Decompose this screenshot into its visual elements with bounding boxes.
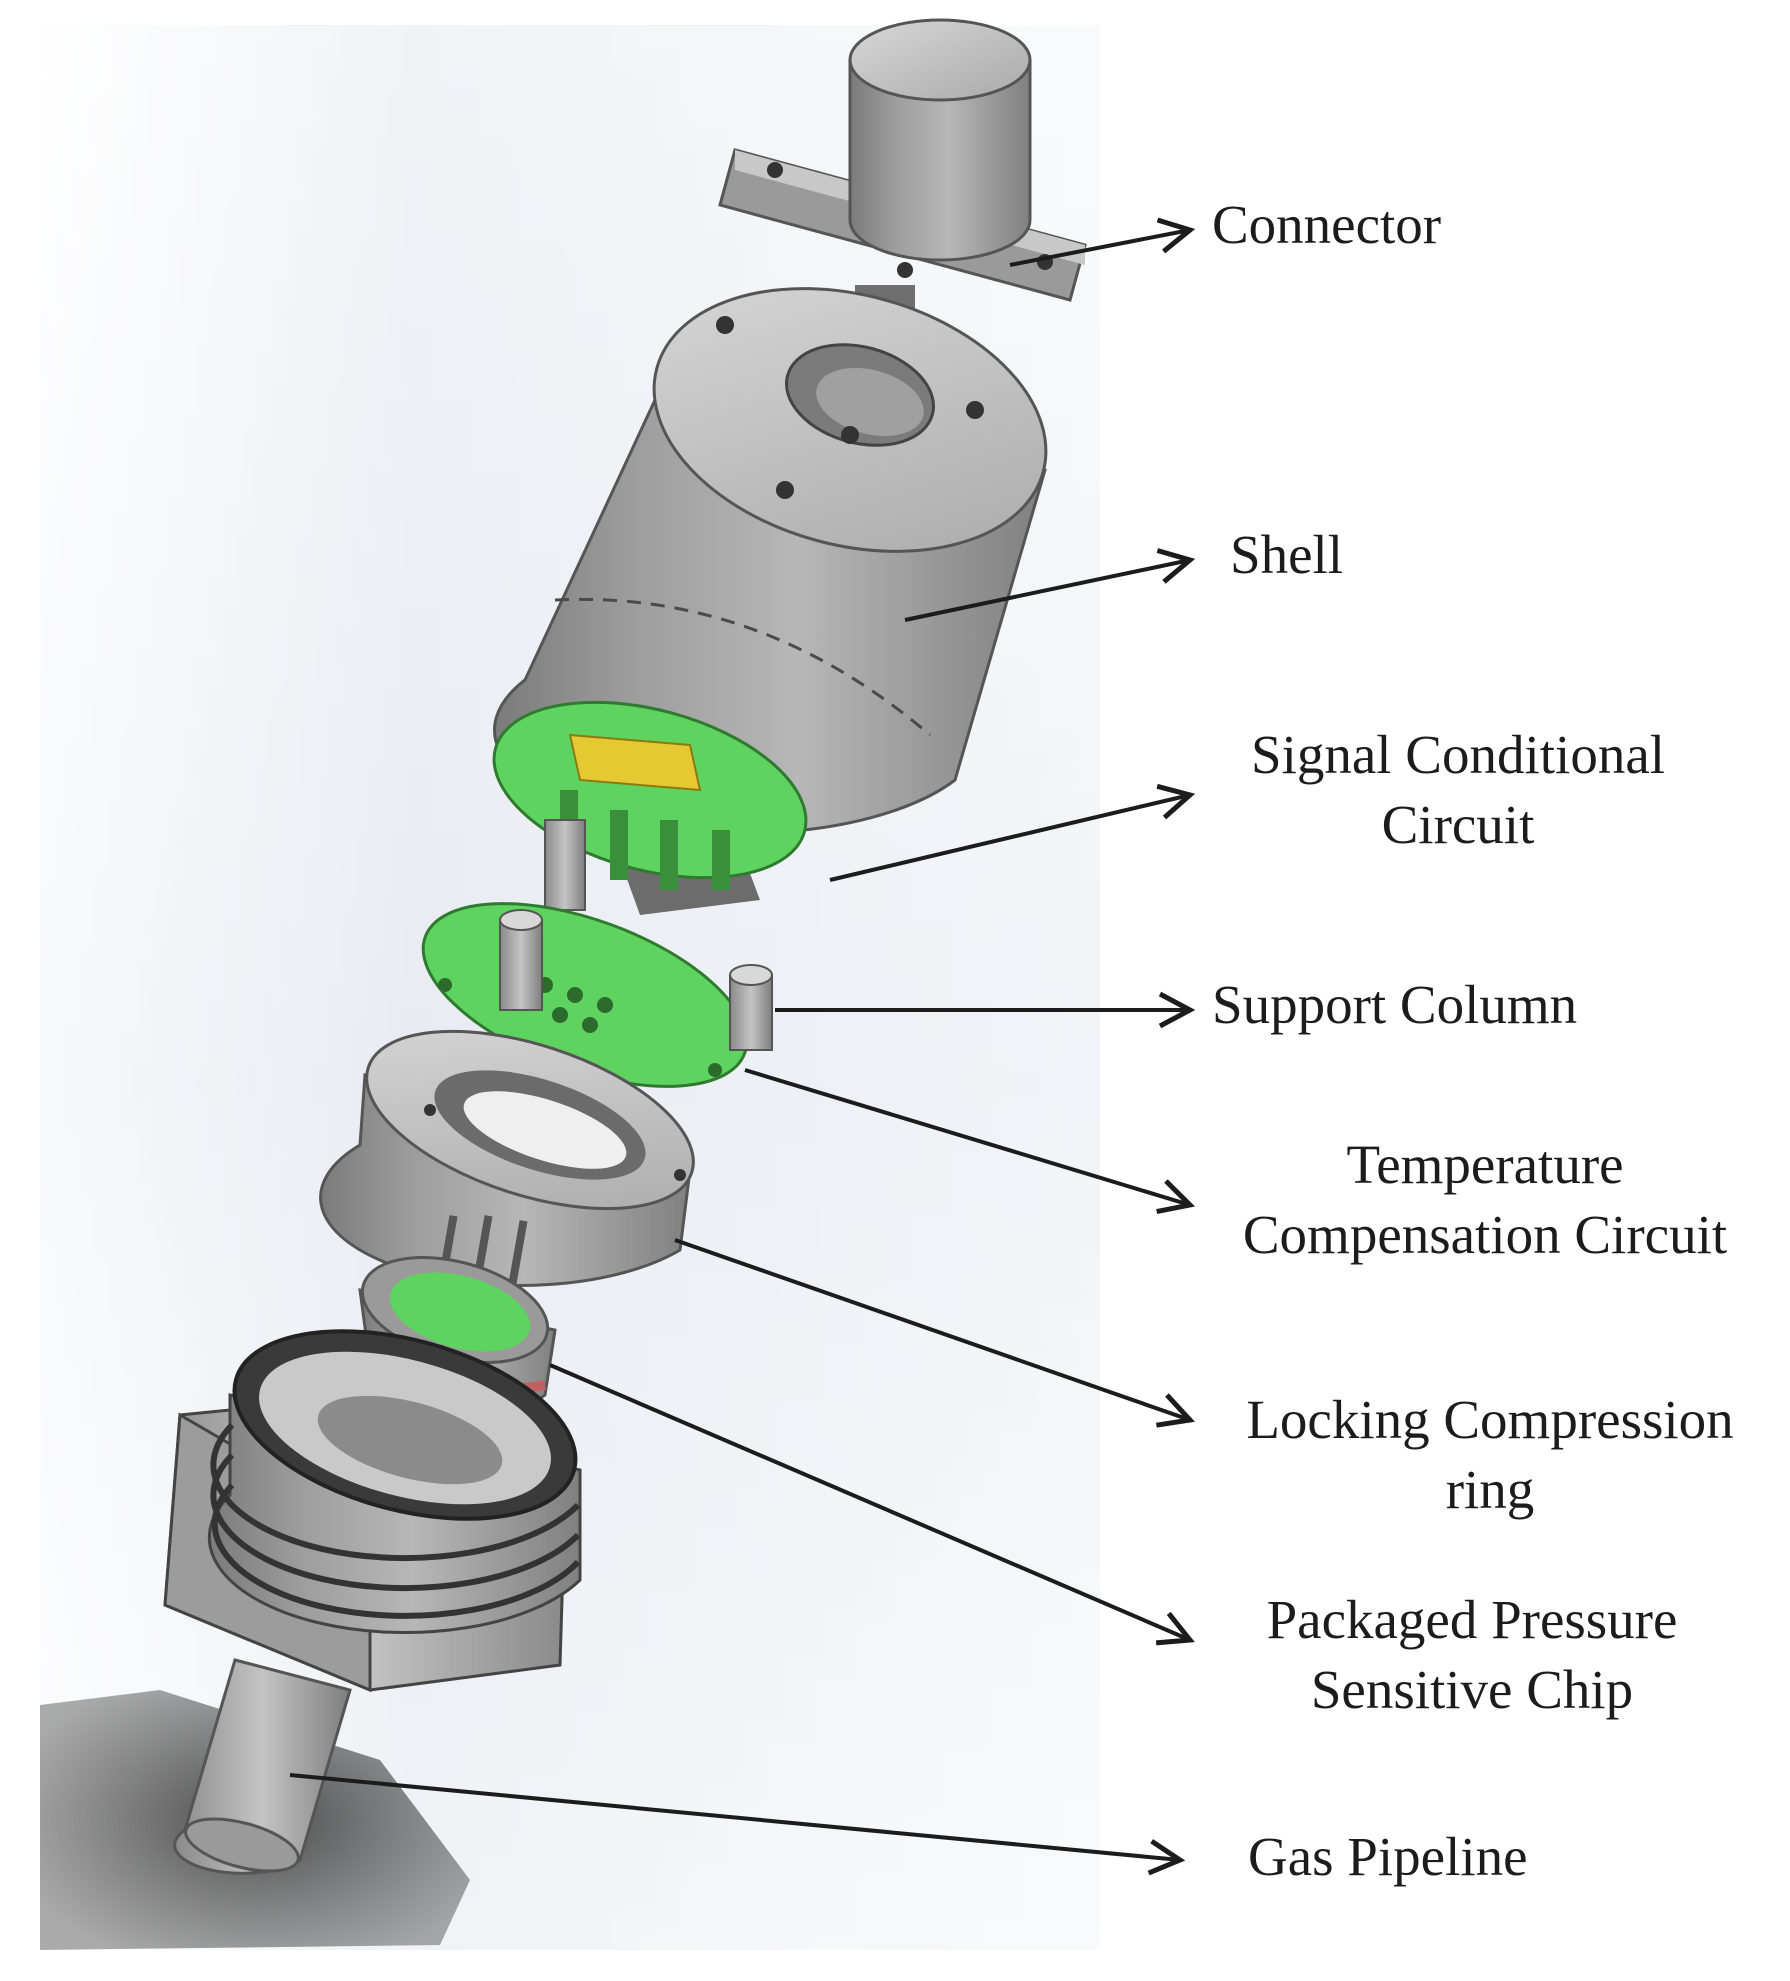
label-locking-compression-ring: Locking Compression ring (1246, 1385, 1733, 1525)
label-signal-line-1: Signal Conditional (1250, 724, 1666, 785)
arrow-connector (1009, 217, 1196, 267)
label-packaged-line-2: Sensitive Chip (1310, 1659, 1634, 1720)
locking-ring-part (319, 1029, 695, 1287)
label-shell: Shell (1230, 520, 1343, 590)
label-support-line-1: Support Column (1212, 974, 1578, 1035)
label-temperature-compensation-circuit: Temperature Compensation Circuit (1243, 1130, 1727, 1270)
label-gas-pipeline: Gas Pipeline (1248, 1822, 1528, 1892)
leader-arrows (289, 217, 1196, 1876)
label-gas-line-1: Gas Pipeline (1248, 1826, 1528, 1887)
label-shell-line-1: Shell (1230, 524, 1344, 585)
arrow-signal (829, 783, 1196, 882)
arrow-shell (904, 548, 1196, 622)
label-support-column: Support Column (1212, 970, 1577, 1040)
label-packaged-line-1: Packaged Pressure (1266, 1589, 1678, 1650)
hex-fitting-part (163, 1329, 582, 1693)
label-signal-line-2: Circuit (1381, 794, 1535, 855)
arrow-packaged (549, 1363, 1195, 1646)
label-locking-line-1: Locking Compression (1246, 1389, 1734, 1450)
label-signal-conditional-circuit: Signal Conditional Circuit (1251, 720, 1665, 860)
arrow-temperature (744, 1068, 1196, 1215)
label-packaged-pressure-sensitive-chip: Packaged Pressure Sensitive Chip (1267, 1585, 1678, 1725)
arrow-locking (674, 1238, 1196, 1428)
label-connector-line-1: Connector (1212, 194, 1442, 255)
label-temperature-line-2: Compensation Circuit (1242, 1204, 1728, 1265)
label-connector: Connector (1212, 190, 1441, 260)
support-column-part (499, 909, 773, 1051)
gas-pipeline-part (173, 1658, 352, 1875)
arrow-gas (289, 1773, 1186, 1876)
label-locking-line-2: ring (1445, 1459, 1535, 1520)
signal-circuit-part (492, 700, 808, 915)
label-temperature-line-1: Temperature (1346, 1134, 1624, 1195)
